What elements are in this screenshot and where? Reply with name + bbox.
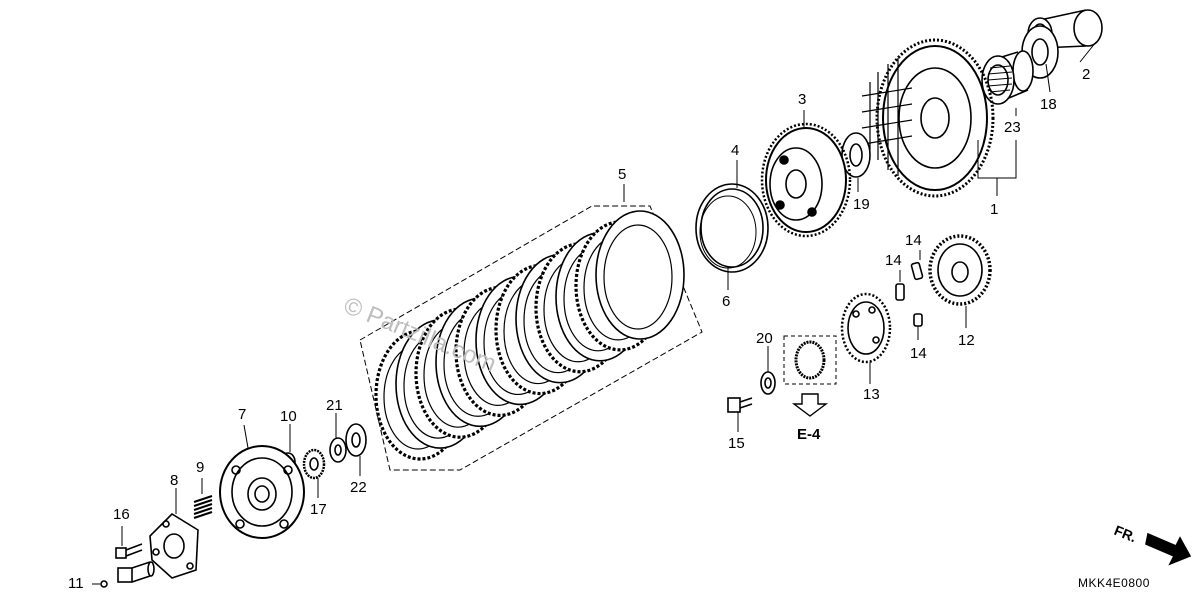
callout-15: 15 [728,435,745,452]
part-16-bolt [115,543,143,559]
callout-4: 4 [731,142,740,159]
front-direction-arrow [1145,532,1192,566]
callout-21: 21 [326,397,343,414]
part-22-washer [345,423,367,457]
part-13-sprocket [840,292,892,364]
clutch-plate-inner [603,224,673,330]
callout-10: 10 [280,408,297,425]
callout-14-bottom: 14 [910,345,927,362]
callout-9: 9 [196,459,205,476]
part-5-clutch-plates [359,205,703,471]
part-11-lifter [100,561,155,588]
callout-17: 17 [310,501,327,518]
part-20-washer [760,371,776,395]
callout-19: 19 [853,196,870,213]
callout-18: 18 [1040,96,1057,113]
part-9-spring [193,495,213,519]
part-21-washer [329,437,347,463]
callout-5: 5 [618,166,627,183]
part-14-dampers [895,261,924,327]
callout-14-left: 14 [885,252,902,269]
part-3-clutch-center [760,122,852,238]
part-23-needle-bearing [981,50,1034,105]
callout-20: 20 [756,330,773,347]
clutch-plate-outer [595,210,685,340]
callout-23: 23 [1004,119,1021,136]
callout-2: 2 [1082,66,1091,83]
part-4-spring-ring [695,183,769,273]
callout-11: 11 [68,575,84,592]
leader-lines [92,41,1097,585]
e4-reference-part [783,335,837,417]
callout-12: 12 [958,332,975,349]
reference-e4: E-4 [797,426,821,443]
part-12-gear [928,234,992,306]
callout-14-top: 14 [905,232,922,249]
callout-8: 8 [170,472,179,489]
callout-16: 16 [113,506,130,523]
part-17-nut [302,448,326,480]
callout-6: 6 [722,293,731,310]
part-15-bolt [727,397,753,413]
callout-13: 13 [863,386,880,403]
drawing-code: MKK4E0800 [1078,576,1150,590]
part-7-pressure-plate [219,445,305,539]
callout-3: 3 [798,91,807,108]
callout-7: 7 [238,406,247,423]
callout-22: 22 [350,479,367,496]
part-6-seat-ring [699,195,757,269]
part-1-clutch-outer [861,38,995,198]
part-8-lifter-plate [149,512,199,579]
callout-1: 1 [990,201,999,218]
